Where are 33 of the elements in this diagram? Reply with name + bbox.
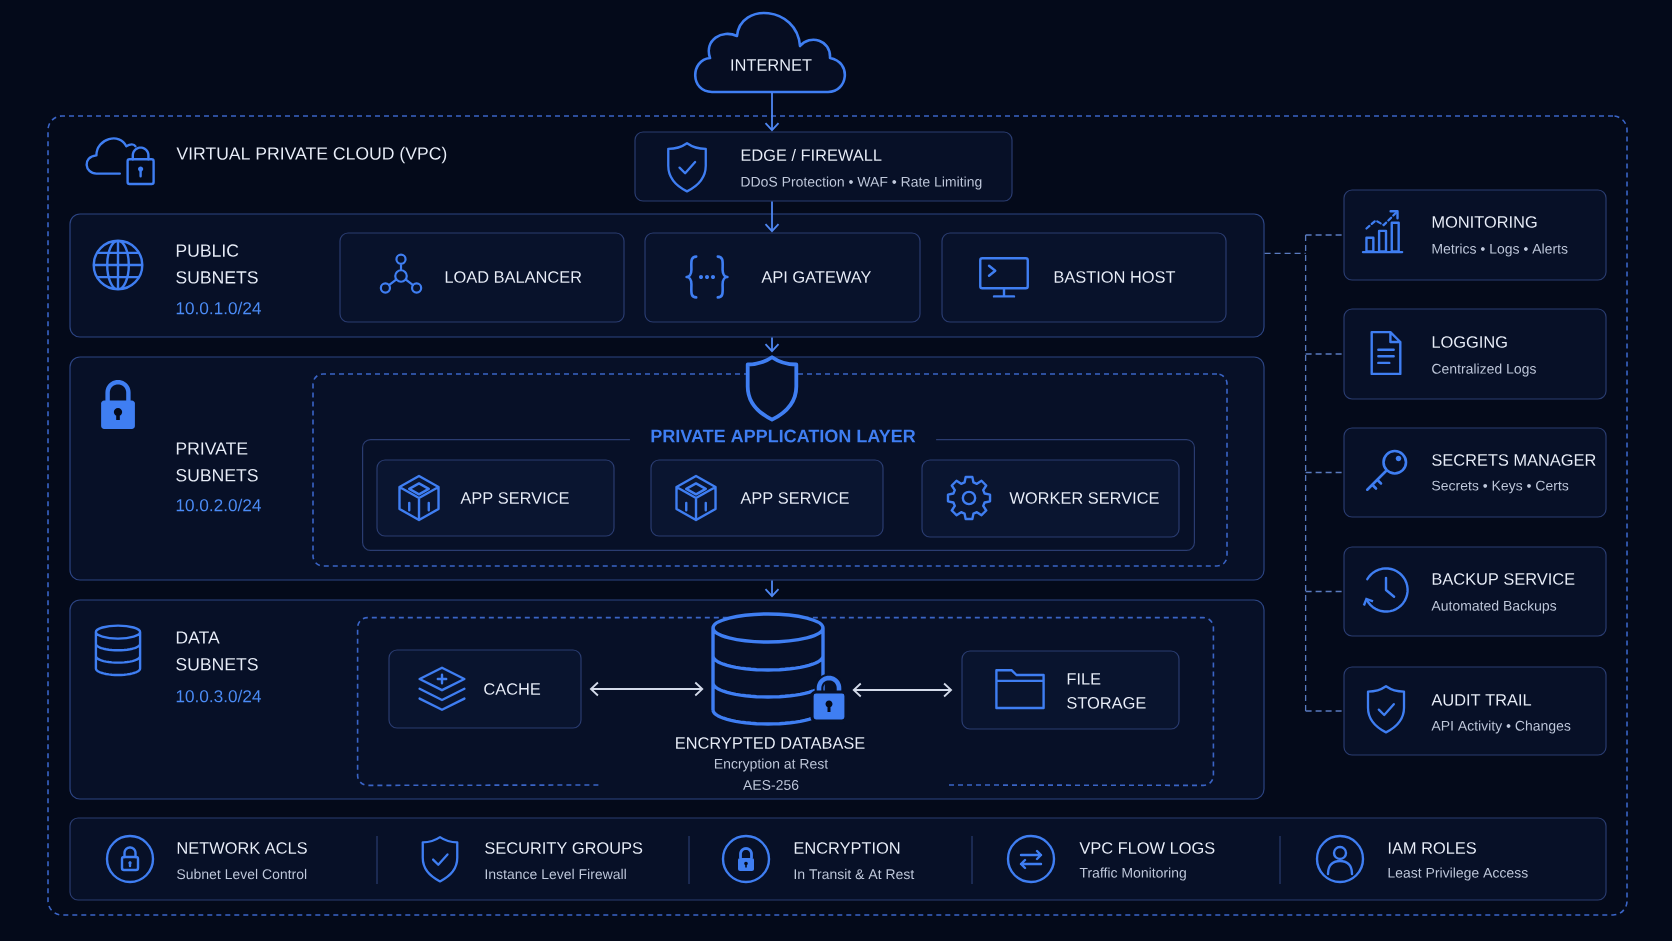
arrow	[764, 91, 780, 132]
dashed-line	[1304, 471, 1345, 474]
node-label: Instance Level Firewall	[485, 868, 626, 880]
double-arrow	[852, 682, 953, 698]
service-card: EDGE / FIREWALL DDoS Protection • WAF • Rate Limiting	[634, 131, 1013, 202]
dashed-line	[1304, 710, 1345, 712]
arrow	[764, 579, 780, 598]
service-box: APP SERVICE	[376, 459, 615, 537]
database-cylinder: ENCRYPTED DATABASE Encryption at Rest AES-256	[676, 612, 865, 790]
service-card: SECRETS MANAGER Secrets • Keys • Certs	[1343, 427, 1607, 518]
service-box: WORKER SERVICE	[921, 459, 1180, 538]
service-card: BACKUP SERVICE Automated Backups	[1343, 546, 1607, 637]
node-label: NETWORK ACLS	[177, 842, 307, 854]
service-card: AUDIT TRAIL API Activity • Changes	[1343, 666, 1607, 756]
node-label: ENCRYPTION	[794, 842, 900, 854]
node-label: IAM ROLES	[1388, 842, 1476, 854]
service-box: CACHE	[388, 649, 582, 729]
node-label: Subnet Level Control	[177, 868, 307, 880]
node-label: SECURITY GROUPS	[485, 842, 643, 854]
node-label: Traffic Monitoring	[1079, 867, 1186, 881]
dashed-line	[1263, 234, 1307, 712]
node-label: VPC FLOW LOGS	[1079, 842, 1215, 854]
service-box: FILE STORAGE	[961, 650, 1180, 730]
dashed-line	[1304, 590, 1345, 593]
node-label: Least Privilege Access	[1388, 867, 1528, 881]
service-card: LOGGING Centralized Logs	[1343, 308, 1607, 400]
double-arrow	[589, 681, 704, 697]
dashed-line	[1304, 234, 1345, 236]
service-box: APP SERVICE	[650, 459, 884, 537]
service-card: MONITORING Metrics • Logs • Alerts	[1343, 189, 1607, 281]
node-label: In Transit & At Rest	[794, 868, 915, 880]
dashed-line	[1304, 353, 1345, 355]
info-bar: NETWORK ACLS Subnet Level Control SECURITY GROUPS Instance Level Firewall ENCRYPTION In Transit & At Rest VPC FLOW LOGS Traffic Monitoring IAM ROLES Least Privilege Access	[69, 817, 1607, 901]
